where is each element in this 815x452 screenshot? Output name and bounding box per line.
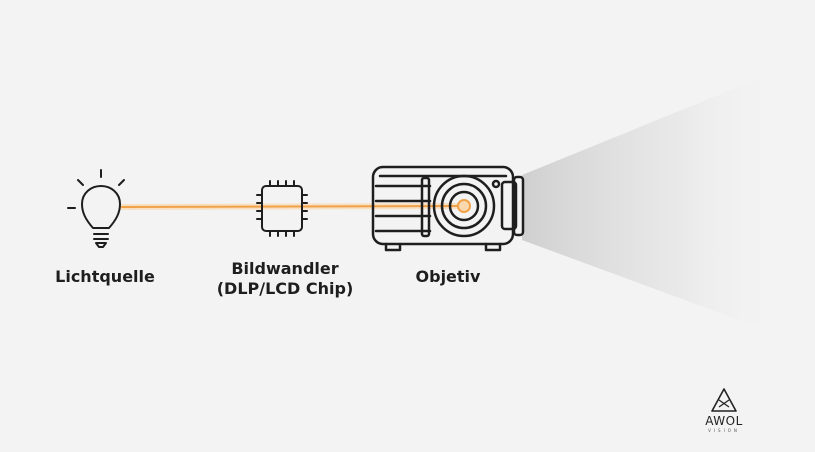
lens-label: Objetiv xyxy=(415,267,481,286)
logo-subtitle: VISION xyxy=(708,428,740,433)
light-source-label: Lichtquelle xyxy=(55,267,155,286)
brand-logo: AWOL VISION xyxy=(694,386,754,438)
chip-icon xyxy=(256,180,308,237)
image-converter-label-line1: Bildwandler xyxy=(231,259,339,278)
projector-icon xyxy=(371,165,525,252)
light-beam xyxy=(119,203,465,210)
logo-name: AWOL xyxy=(705,414,743,428)
image-converter-label: Bildwandler (DLP/LCD Chip) xyxy=(205,259,365,299)
image-converter-label-line2: (DLP/LCD Chip) xyxy=(216,279,354,298)
logo-triangle-icon xyxy=(711,388,737,412)
lightbulb-icon xyxy=(67,169,125,248)
light-cone xyxy=(522,70,780,335)
